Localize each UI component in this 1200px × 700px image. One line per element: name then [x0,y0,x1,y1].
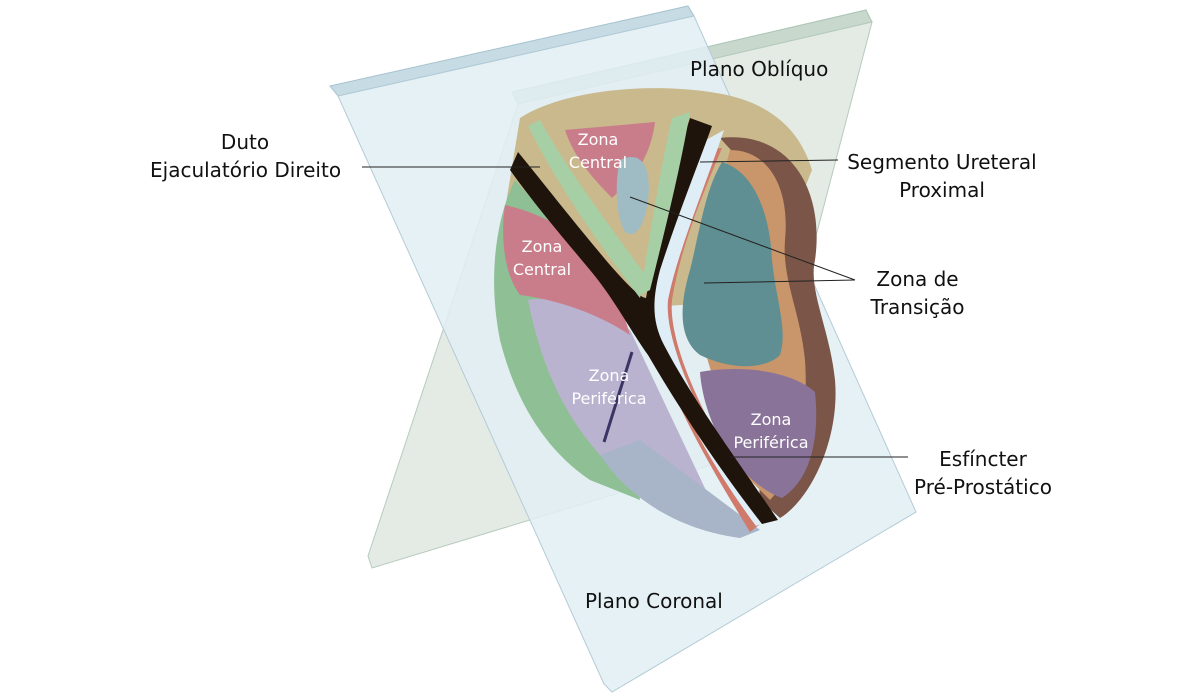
urethra-lining [651,130,770,526]
divider-line [602,351,634,443]
label-segmento-ureteral: Segmento Ureteral Proximal [847,150,1037,202]
label-esfincter: Esfíncter Pré-Prostático [914,447,1052,499]
label-zona-transicao: Zona de Transição [870,267,965,319]
ejaculatory-duct-sheath-right [640,112,690,295]
central-zone-left [503,205,630,335]
zone-label-central-left: Zona Central [512,237,572,279]
leader-transicao-2 [703,279,856,284]
central-zone-top [565,122,655,198]
urethra [510,118,778,524]
peripheral-zone-left-lower [600,440,760,538]
zone-label-periferica-right: Zona Periférica [733,410,809,452]
transition-zone-right [682,162,783,367]
peripheral-zone-right [700,369,817,498]
label-plano-coronal: Plano Coronal [585,589,723,613]
leader-segmento [699,159,839,163]
zone-label-central-top: Zona Central [568,130,628,172]
label-duto: Duto Ejaculatório Direito [150,130,342,182]
transition-zone-top [616,156,649,235]
ejaculatory-duct-sheath [528,120,645,298]
leader-transicao-1 [629,196,856,281]
zone-label-periferica-left: Zona Periférica [571,366,647,408]
label-plano-obliquo: Plano Oblíquo [690,57,829,81]
